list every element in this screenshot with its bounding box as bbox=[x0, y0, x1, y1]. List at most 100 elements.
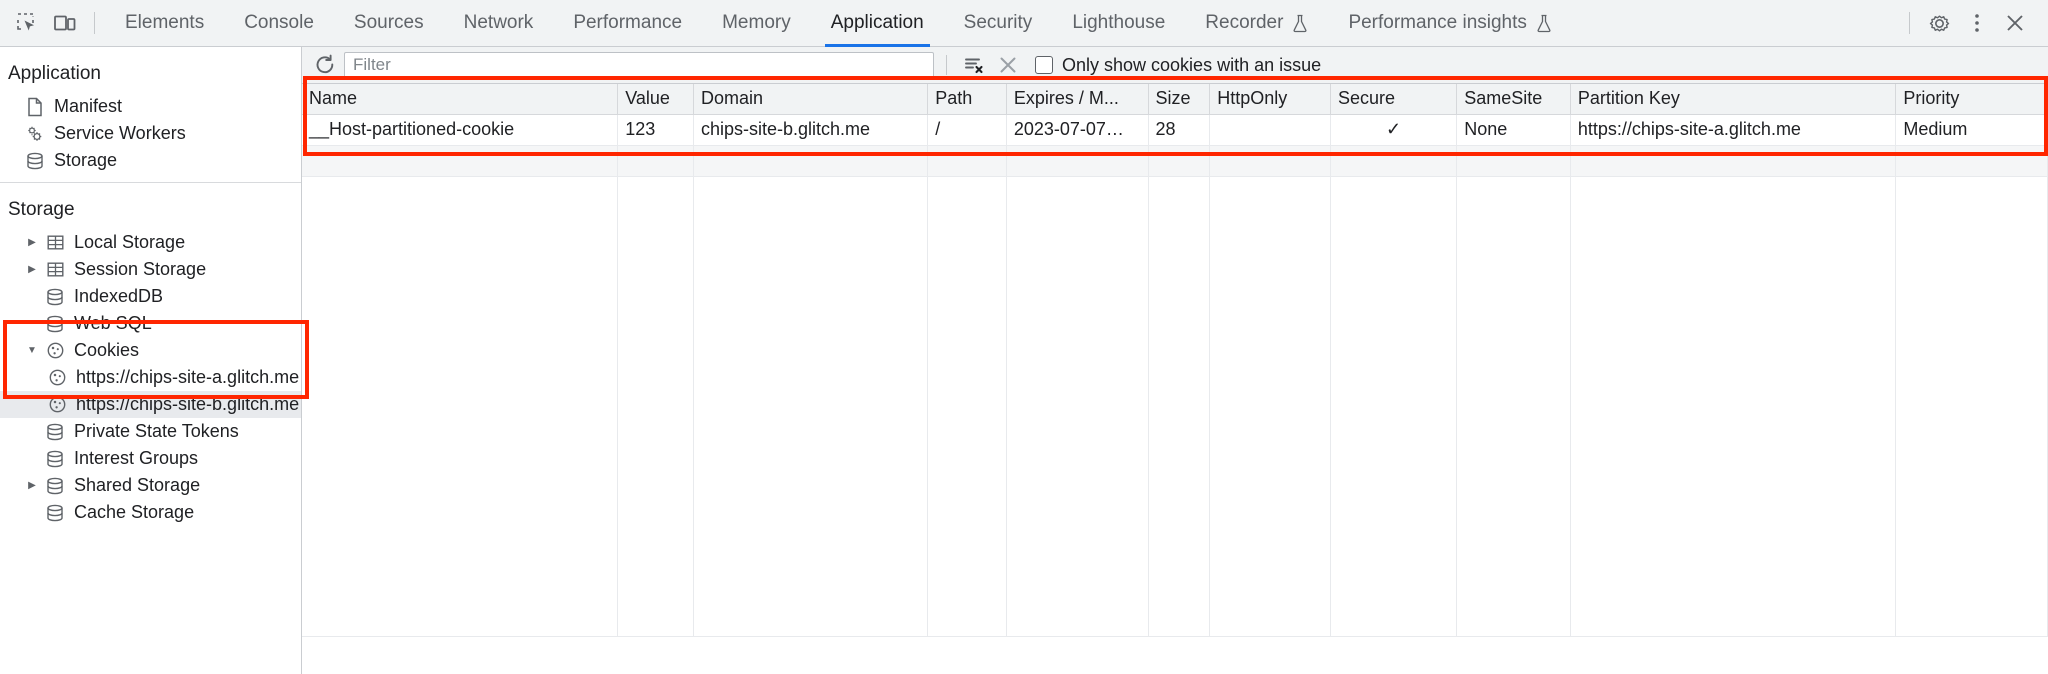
column-header-samesite[interactable]: SameSite bbox=[1456, 84, 1571, 115]
tab-label: Performance bbox=[573, 12, 683, 33]
tab-memory[interactable]: Memory bbox=[702, 0, 811, 47]
sidebar-item-web-sql[interactable]: ▶ Web SQL bbox=[0, 310, 301, 337]
column-header-domain[interactable]: Domain bbox=[693, 84, 929, 115]
device-toolbar-icon[interactable] bbox=[46, 4, 84, 42]
cell-size: 28 bbox=[1148, 114, 1211, 146]
sidebar-item-shared-storage[interactable]: ▶ Shared Storage bbox=[0, 472, 301, 499]
column-header-priority[interactable]: Priority bbox=[1895, 84, 2048, 115]
sidebar-item-label: Service Workers bbox=[54, 123, 186, 143]
sidebar-item-session-storage[interactable]: ▶ Session Storage bbox=[0, 256, 301, 283]
experiment-flask-icon bbox=[1292, 14, 1308, 33]
cookies-table: Name Value Domain Path Expires / M... Si… bbox=[302, 84, 2048, 637]
chevron-right-icon[interactable]: ▶ bbox=[28, 264, 36, 275]
filter-input[interactable] bbox=[344, 51, 934, 79]
chevron-right-icon[interactable]: ▶ bbox=[28, 237, 36, 248]
database-icon bbox=[42, 422, 68, 442]
only-show-issues-checkbox[interactable]: Only show cookies with an issue bbox=[1035, 55, 1321, 76]
cell-secure: ✓ bbox=[1330, 114, 1458, 146]
tab-label: Memory bbox=[722, 12, 791, 33]
tab-label: Sources bbox=[353, 12, 424, 33]
sidebar-item-label: IndexedDB bbox=[74, 286, 164, 306]
sidebar-item-storage[interactable]: Storage bbox=[0, 147, 301, 174]
column-header-expires[interactable]: Expires / M... bbox=[1006, 84, 1149, 115]
sidebar-section-storage: Storage ▶ Local Storage ▶ bbox=[0, 182, 301, 534]
sidebar-item-cache-storage[interactable]: ▶ Cache Storage bbox=[0, 499, 301, 526]
sidebar-item-private-state-tokens[interactable]: ▶ Private State Tokens bbox=[0, 418, 301, 445]
column-header-size[interactable]: Size bbox=[1148, 84, 1211, 115]
close-icon[interactable] bbox=[1996, 4, 2034, 42]
cell-domain: chips-site-b.glitch.me bbox=[693, 114, 929, 146]
column-header-value[interactable]: Value bbox=[617, 84, 694, 115]
sidebar-item-service-workers[interactable]: Service Workers bbox=[0, 120, 301, 147]
toolbar-divider bbox=[1909, 12, 1910, 34]
cookies-table-container[interactable]: Name Value Domain Path Expires / M... Si… bbox=[302, 84, 2048, 674]
tab-label: Security bbox=[963, 12, 1033, 33]
tab-lighthouse[interactable]: Lighthouse bbox=[1052, 0, 1185, 47]
application-sidebar: Application Manifest bbox=[0, 47, 302, 674]
sidebar-item-label: Cookies bbox=[74, 340, 140, 360]
tab-label: Console bbox=[244, 12, 314, 33]
kebab-menu-icon[interactable] bbox=[1958, 4, 1996, 42]
column-header-httponly[interactable]: HttpOnly bbox=[1209, 84, 1331, 115]
checkbox-label: Only show cookies with an issue bbox=[1062, 54, 1322, 75]
sidebar-item-label: Storage bbox=[54, 150, 118, 170]
chevron-right-icon[interactable]: ▶ bbox=[28, 480, 36, 491]
experiment-flask-icon bbox=[1536, 14, 1552, 33]
tab-label: Application bbox=[830, 12, 924, 33]
tab-label: Performance insights bbox=[1348, 12, 1527, 33]
toolbar-divider bbox=[94, 12, 95, 34]
cell-name: __Host-partitioned-cookie bbox=[302, 114, 619, 146]
tab-elements[interactable]: Elements bbox=[105, 0, 224, 47]
sidebar-item-local-storage[interactable]: ▶ Local Storage bbox=[0, 229, 301, 256]
database-icon bbox=[42, 287, 68, 307]
tab-label: Network bbox=[463, 12, 534, 33]
clear-filtered-cookies-icon[interactable] bbox=[959, 51, 989, 79]
database-icon bbox=[42, 476, 68, 496]
sidebar-item-cookie-origin-b[interactable]: https://chips-site-b.glitch.me bbox=[0, 391, 301, 418]
gear-icon[interactable] bbox=[1920, 4, 1958, 42]
tab-security[interactable]: Security bbox=[944, 0, 1053, 47]
column-header-partition-key[interactable]: Partition Key bbox=[1570, 84, 1897, 115]
cell-httponly bbox=[1209, 114, 1331, 146]
cookie-icon bbox=[42, 341, 68, 360]
tab-performance[interactable]: Performance bbox=[553, 0, 702, 47]
sidebar-item-label: Manifest bbox=[54, 96, 123, 116]
refresh-icon[interactable] bbox=[310, 51, 340, 79]
tab-recorder[interactable]: Recorder bbox=[1185, 0, 1328, 47]
tab-label: Recorder bbox=[1205, 12, 1284, 33]
tab-application[interactable]: Application bbox=[811, 0, 944, 47]
tab-console[interactable]: Console bbox=[224, 0, 334, 47]
document-icon bbox=[22, 97, 48, 117]
tab-label: Lighthouse bbox=[1072, 12, 1166, 33]
devtools-tabbar: Elements Console Sources Network Perform… bbox=[0, 0, 2048, 47]
checkbox-box[interactable] bbox=[1035, 56, 1053, 74]
clear-all-cookies-icon[interactable] bbox=[993, 51, 1023, 79]
section-title-storage: Storage bbox=[8, 199, 75, 220]
cell-priority: Medium bbox=[1895, 114, 2048, 146]
cookies-toolbar: Only show cookies with an issue bbox=[302, 47, 2048, 84]
tab-network[interactable]: Network bbox=[444, 0, 554, 47]
chevron-down-icon[interactable]: ▼ bbox=[27, 345, 37, 356]
table-header-row: Name Value Domain Path Expires / M... Si… bbox=[302, 84, 2048, 115]
cell-path: / bbox=[927, 114, 1007, 146]
database-icon bbox=[22, 151, 48, 171]
sidebar-item-interest-groups[interactable]: ▶ Interest Groups bbox=[0, 445, 301, 472]
sidebar-item-label: Web SQL bbox=[74, 313, 152, 333]
sidebar-item-label: Local Storage bbox=[74, 232, 186, 252]
inspect-element-icon[interactable] bbox=[8, 4, 46, 42]
tab-performance-insights[interactable]: Performance insights bbox=[1328, 0, 1571, 47]
section-title-application: Application bbox=[8, 63, 101, 84]
column-header-name[interactable]: Name bbox=[302, 84, 619, 115]
sidebar-item-indexeddb[interactable]: ▶ IndexedDB bbox=[0, 283, 301, 310]
column-header-secure[interactable]: Secure bbox=[1330, 84, 1458, 115]
sidebar-item-cookie-origin-a[interactable]: https://chips-site-a.glitch.me bbox=[0, 364, 301, 391]
table-row[interactable]: __Host-partitioned-cookie 123 chips-site… bbox=[302, 114, 2048, 146]
devtools-body: Application Manifest bbox=[0, 47, 2048, 674]
sidebar-item-cookies[interactable]: ▼ Cookies bbox=[0, 337, 301, 364]
cookie-icon bbox=[44, 368, 70, 387]
sidebar-item-label: Private State Tokens bbox=[74, 421, 239, 441]
tab-sources[interactable]: Sources bbox=[334, 0, 444, 47]
sidebar-item-manifest[interactable]: Manifest bbox=[0, 93, 301, 120]
column-header-path[interactable]: Path bbox=[927, 84, 1007, 115]
